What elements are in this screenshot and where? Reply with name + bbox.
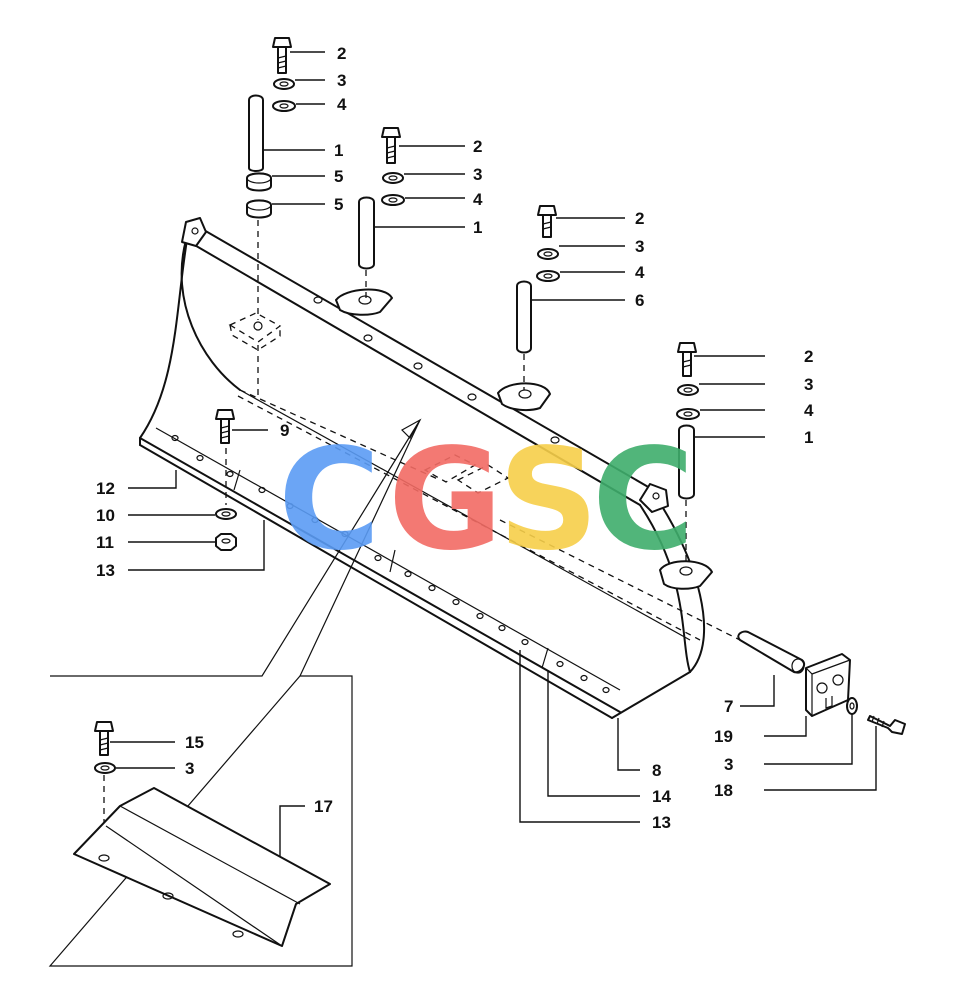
callout-19: 19 xyxy=(714,727,733,746)
callout-6: 6 xyxy=(635,291,644,310)
callout-1: 1 xyxy=(334,141,343,160)
callout-2b: 2 xyxy=(473,137,482,156)
callout-3c: 3 xyxy=(635,237,644,256)
callout-7: 7 xyxy=(724,697,733,716)
watermark: C G S C xyxy=(278,419,695,582)
cutting-edge-fasteners xyxy=(215,409,237,551)
dozer-blade xyxy=(139,217,713,719)
callout-1b: 1 xyxy=(473,218,482,237)
callout-4: 4 xyxy=(337,95,347,114)
callout-8: 8 xyxy=(652,761,661,780)
callout-13b: 13 xyxy=(652,813,671,832)
callout-9: 9 xyxy=(280,421,289,440)
callout-labels: 2 3 4 1 5 5 2 3 4 1 2 3 4 6 2 3 4 1 9 12… xyxy=(96,44,814,832)
watermark-letter-1: C xyxy=(278,419,381,582)
callout-18: 18 xyxy=(714,781,733,800)
callout-2d: 2 xyxy=(804,347,813,366)
callout-4c: 4 xyxy=(635,263,645,282)
leader-lines xyxy=(110,51,877,856)
hardware-stack-center xyxy=(358,127,405,298)
watermark-letter-3: S xyxy=(498,419,599,582)
watermark-letter-2: G xyxy=(388,419,503,582)
callout-12: 12 xyxy=(96,479,115,498)
callout-15: 15 xyxy=(185,733,204,752)
callout-10: 10 xyxy=(96,506,115,525)
callout-2: 2 xyxy=(337,44,346,63)
side-pin-assembly xyxy=(499,519,906,735)
callout-3b: 3 xyxy=(473,165,482,184)
callout-5b: 5 xyxy=(334,195,343,214)
callout-2c: 2 xyxy=(635,209,644,228)
hardware-stack-right xyxy=(676,342,700,566)
callout-1d: 1 xyxy=(804,428,813,447)
callout-13: 13 xyxy=(96,561,115,580)
inset-detail xyxy=(48,418,422,967)
watermark-letter-4: C xyxy=(592,419,695,582)
callout-11: 11 xyxy=(96,533,114,552)
callout-14: 14 xyxy=(652,787,671,806)
callout-3: 3 xyxy=(337,71,346,90)
callout-4d: 4 xyxy=(804,401,814,420)
callout-17: 17 xyxy=(314,797,333,816)
callout-3e: 3 xyxy=(724,755,733,774)
callout-5: 5 xyxy=(334,167,343,186)
callout-3f: 3 xyxy=(185,759,194,778)
hardware-stack-left xyxy=(246,37,296,320)
callout-3d: 3 xyxy=(804,375,813,394)
callout-4b: 4 xyxy=(473,190,483,209)
hardware-stack-right-upper xyxy=(516,205,560,390)
